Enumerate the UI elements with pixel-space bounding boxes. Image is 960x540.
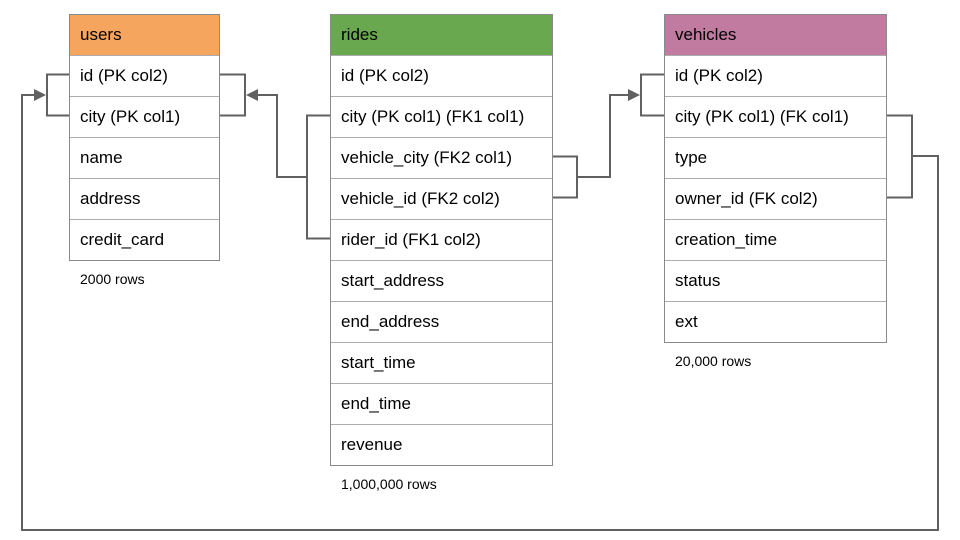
connector-line xyxy=(258,94,307,178)
table-title: vehicles xyxy=(665,15,886,55)
arrowhead xyxy=(246,89,258,101)
users-left-bracket xyxy=(46,73,69,117)
row-count-label: 1,000,000 rows xyxy=(341,476,437,492)
fk-rides-to-vehicles-link xyxy=(553,73,664,199)
column-row: start_time xyxy=(331,342,552,383)
connector-line xyxy=(21,94,939,531)
table-box: vehicles id (PK col2) city (PK col1) (FK… xyxy=(664,14,887,343)
rides-right-bracket xyxy=(553,155,578,199)
row-count-label: 2000 rows xyxy=(80,271,145,287)
arrowhead xyxy=(34,89,46,101)
rides-left-bracket xyxy=(306,114,330,240)
connector-line xyxy=(577,94,628,178)
table-box: users id (PK col2) city (PK col1) name a… xyxy=(69,14,220,261)
column-row: start_address xyxy=(331,260,552,301)
column-row: creation_time xyxy=(665,219,886,260)
table-title: users xyxy=(70,15,219,55)
column-row: address xyxy=(70,178,219,219)
fk-rides-to-users-link xyxy=(220,73,330,240)
column-row: id (PK col2) xyxy=(331,55,552,96)
column-row: revenue xyxy=(331,424,552,465)
column-row: status xyxy=(665,260,886,301)
column-row: credit_card xyxy=(70,219,219,260)
column-row: end_time xyxy=(331,383,552,424)
vehicles-right-bracket xyxy=(887,114,913,199)
column-row: vehicle_id (FK2 col2) xyxy=(331,178,552,219)
column-row: end_address xyxy=(331,301,552,342)
column-row: rider_id (FK1 col2) xyxy=(331,219,552,260)
table-vehicles: vehicles id (PK col2) city (PK col1) (FK… xyxy=(664,14,887,369)
row-count-label: 20,000 rows xyxy=(675,353,752,369)
arrowhead xyxy=(628,89,640,101)
column-row: name xyxy=(70,137,219,178)
vehicles-left-bracket xyxy=(640,73,664,117)
users-right-bracket xyxy=(220,73,246,117)
column-row: type xyxy=(665,137,886,178)
column-row: vehicle_city (FK2 col1) xyxy=(331,137,552,178)
column-row: owner_id (FK col2) xyxy=(665,178,886,219)
table-title: rides xyxy=(331,15,552,55)
column-row: id (PK col2) xyxy=(70,55,219,96)
column-row: city (PK col1) xyxy=(70,96,219,137)
column-row: city (PK col1) (FK1 col1) xyxy=(331,96,552,137)
column-row: city (PK col1) (FK col1) xyxy=(665,96,886,137)
column-row: ext xyxy=(665,301,886,342)
table-rides: rides id (PK col2) city (PK col1) (FK1 c… xyxy=(330,14,553,492)
table-box: rides id (PK col2) city (PK col1) (FK1 c… xyxy=(330,14,553,466)
column-row: id (PK col2) xyxy=(665,55,886,96)
fk-vehicles-to-users-link xyxy=(21,73,939,531)
table-users: users id (PK col2) city (PK col1) name a… xyxy=(69,14,220,287)
